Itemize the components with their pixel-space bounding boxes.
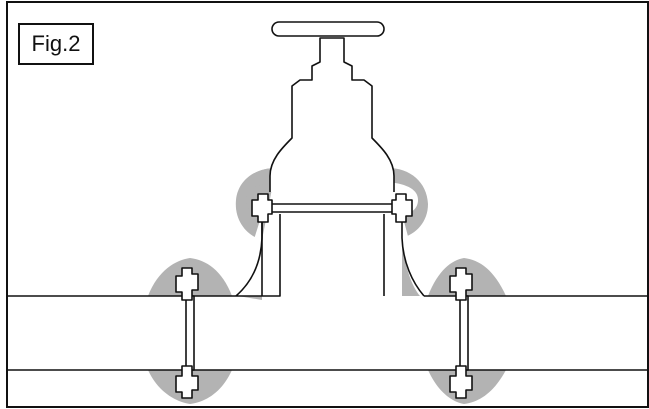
left-flange-bolt-head-top bbox=[176, 268, 198, 300]
bonnet-right-shadow bbox=[388, 168, 428, 238]
figure-label-box: Fig.2 bbox=[18, 23, 94, 65]
figure-frame bbox=[7, 2, 648, 407]
left-flange-bolt-head-bottom bbox=[176, 366, 198, 398]
figure-label: Fig.2 bbox=[31, 31, 81, 56]
right-flange-bolt-head-top bbox=[450, 268, 472, 300]
valve-body-outline bbox=[236, 214, 424, 296]
bonnet-bolt-left bbox=[252, 194, 272, 222]
right-flange-bolt-shaft bbox=[460, 296, 468, 370]
bonnet-outline bbox=[270, 38, 394, 192]
bonnet-flange-bar bbox=[262, 204, 402, 212]
right-flange-bolt-head-bottom bbox=[450, 366, 472, 398]
bonnet-bolt-right bbox=[392, 194, 412, 222]
handwheel bbox=[272, 22, 384, 36]
left-flange-bolt-shaft bbox=[186, 296, 194, 370]
